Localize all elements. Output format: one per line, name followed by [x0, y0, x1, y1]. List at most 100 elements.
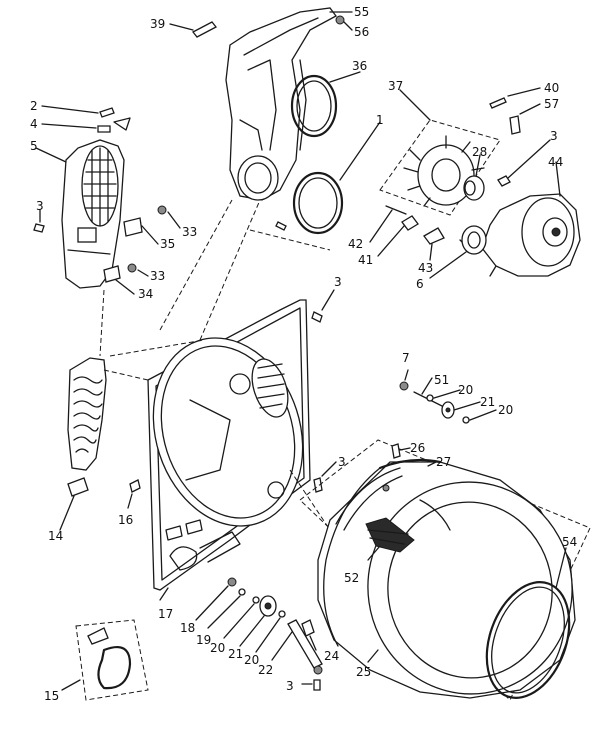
part-label-40: 40 [544, 81, 559, 95]
part-24-bracket [301, 619, 315, 637]
part-bulkhead-duct [225, 7, 337, 201]
part-label-24: 24 [324, 649, 339, 663]
part-label-52: 52 [344, 571, 359, 585]
part-label-3: 3 [334, 275, 342, 289]
leader-56 [343, 21, 353, 31]
part-label-3: 3 [338, 455, 346, 469]
part-33-screw-b [127, 263, 137, 273]
part-14-heater-element [67, 357, 107, 497]
leader-17 [159, 587, 169, 601]
part-37-box [379, 119, 501, 216]
part-label-33: 33 [182, 225, 197, 239]
part-label-21: 21 [228, 647, 243, 661]
leader-28 [475, 154, 481, 177]
leader-18 [195, 585, 229, 621]
part-39-pin [192, 21, 217, 38]
part-42-rod [385, 205, 407, 215]
part-label-19: 19 [196, 633, 211, 647]
leader-37 [399, 89, 431, 121]
part-label-34: 34 [138, 287, 153, 301]
leader-42 [369, 209, 393, 243]
part-label-54: 54 [562, 535, 577, 549]
part-label-20: 20 [458, 383, 473, 397]
part-label-21: 21 [480, 395, 495, 409]
dash-5 [199, 199, 261, 341]
leader-34 [115, 279, 135, 295]
part-label-27: 27 [436, 455, 451, 469]
part-label-42: 42 [348, 237, 363, 251]
dash-3 [159, 199, 233, 331]
part-label-37: 37 [388, 79, 403, 93]
part-15-box [75, 619, 149, 701]
part-57-clip [509, 115, 521, 135]
part-label-15: 15 [44, 689, 59, 703]
part-20-washer-d [278, 610, 286, 618]
part-41-clip [401, 215, 419, 231]
part-label-20: 20 [210, 641, 225, 655]
part-6-bearing [461, 225, 487, 255]
part-43-bracket [423, 227, 445, 245]
leader-57 [519, 103, 541, 115]
leader-33b [137, 269, 149, 277]
part-label-20: 20 [244, 653, 259, 667]
leader-1 [339, 121, 381, 181]
part-40-pin [489, 97, 507, 109]
part-label-44: 44 [548, 155, 563, 169]
part-label-25: 25 [356, 665, 371, 679]
leader-3-right [507, 139, 551, 179]
dash-duct-heater [99, 289, 105, 357]
screw-3-right [497, 175, 511, 187]
part-35-bracket [123, 217, 143, 237]
part-label-33: 33 [150, 269, 165, 283]
part-label-51: 51 [434, 373, 449, 387]
leader-20d [255, 617, 281, 653]
part-label-6: 6 [416, 277, 424, 291]
part-33-screw [157, 205, 167, 215]
part-56-nut [335, 15, 345, 25]
part-label-56: 56 [354, 25, 369, 39]
part-20-washer-c [252, 596, 260, 604]
leader-44 [555, 161, 561, 197]
part-label-41: 41 [358, 253, 373, 267]
leader-5 [35, 147, 67, 163]
part-18-nut [227, 577, 237, 587]
leader-4 [41, 123, 97, 129]
part-label-26: 26 [410, 441, 425, 455]
part-54-front-seal [485, 581, 571, 699]
part-label-43: 43 [418, 261, 433, 275]
screw-3-duct [275, 221, 287, 231]
leader-33a [167, 211, 181, 229]
part-5-lint-duct [61, 139, 125, 289]
leader-35 [141, 225, 159, 245]
part-1-seal-ring [292, 171, 344, 235]
part-19-washer [238, 588, 246, 596]
part-label-28: 28 [472, 145, 487, 159]
leader-2 [41, 105, 99, 114]
part-34-clip [103, 265, 121, 283]
part-2-screw [99, 107, 115, 118]
part-4-clip [97, 125, 111, 133]
part-label-22: 22 [258, 663, 273, 677]
dash-4 [249, 229, 331, 251]
leader-21a [453, 401, 481, 411]
part-label-57: 57 [544, 97, 559, 111]
part-15-belt-kit [87, 627, 132, 690]
part-label-18: 18 [180, 621, 195, 635]
part-label-17: 17 [158, 607, 173, 621]
leader-6 [429, 251, 467, 279]
leader-19 [207, 595, 241, 629]
leader-39 [169, 23, 194, 31]
part-16-screw [129, 479, 141, 493]
leader-26 [399, 447, 411, 451]
drum-box [299, 439, 591, 701]
part-label-3: 3 [286, 679, 294, 693]
leader-40 [507, 87, 541, 97]
leader-20a [433, 389, 461, 399]
part-label-14: 14 [48, 529, 63, 543]
leader-43 [429, 243, 433, 261]
leader-24 [309, 635, 317, 651]
screw-3-left [33, 223, 45, 233]
part-label-3: 3 [36, 199, 44, 213]
